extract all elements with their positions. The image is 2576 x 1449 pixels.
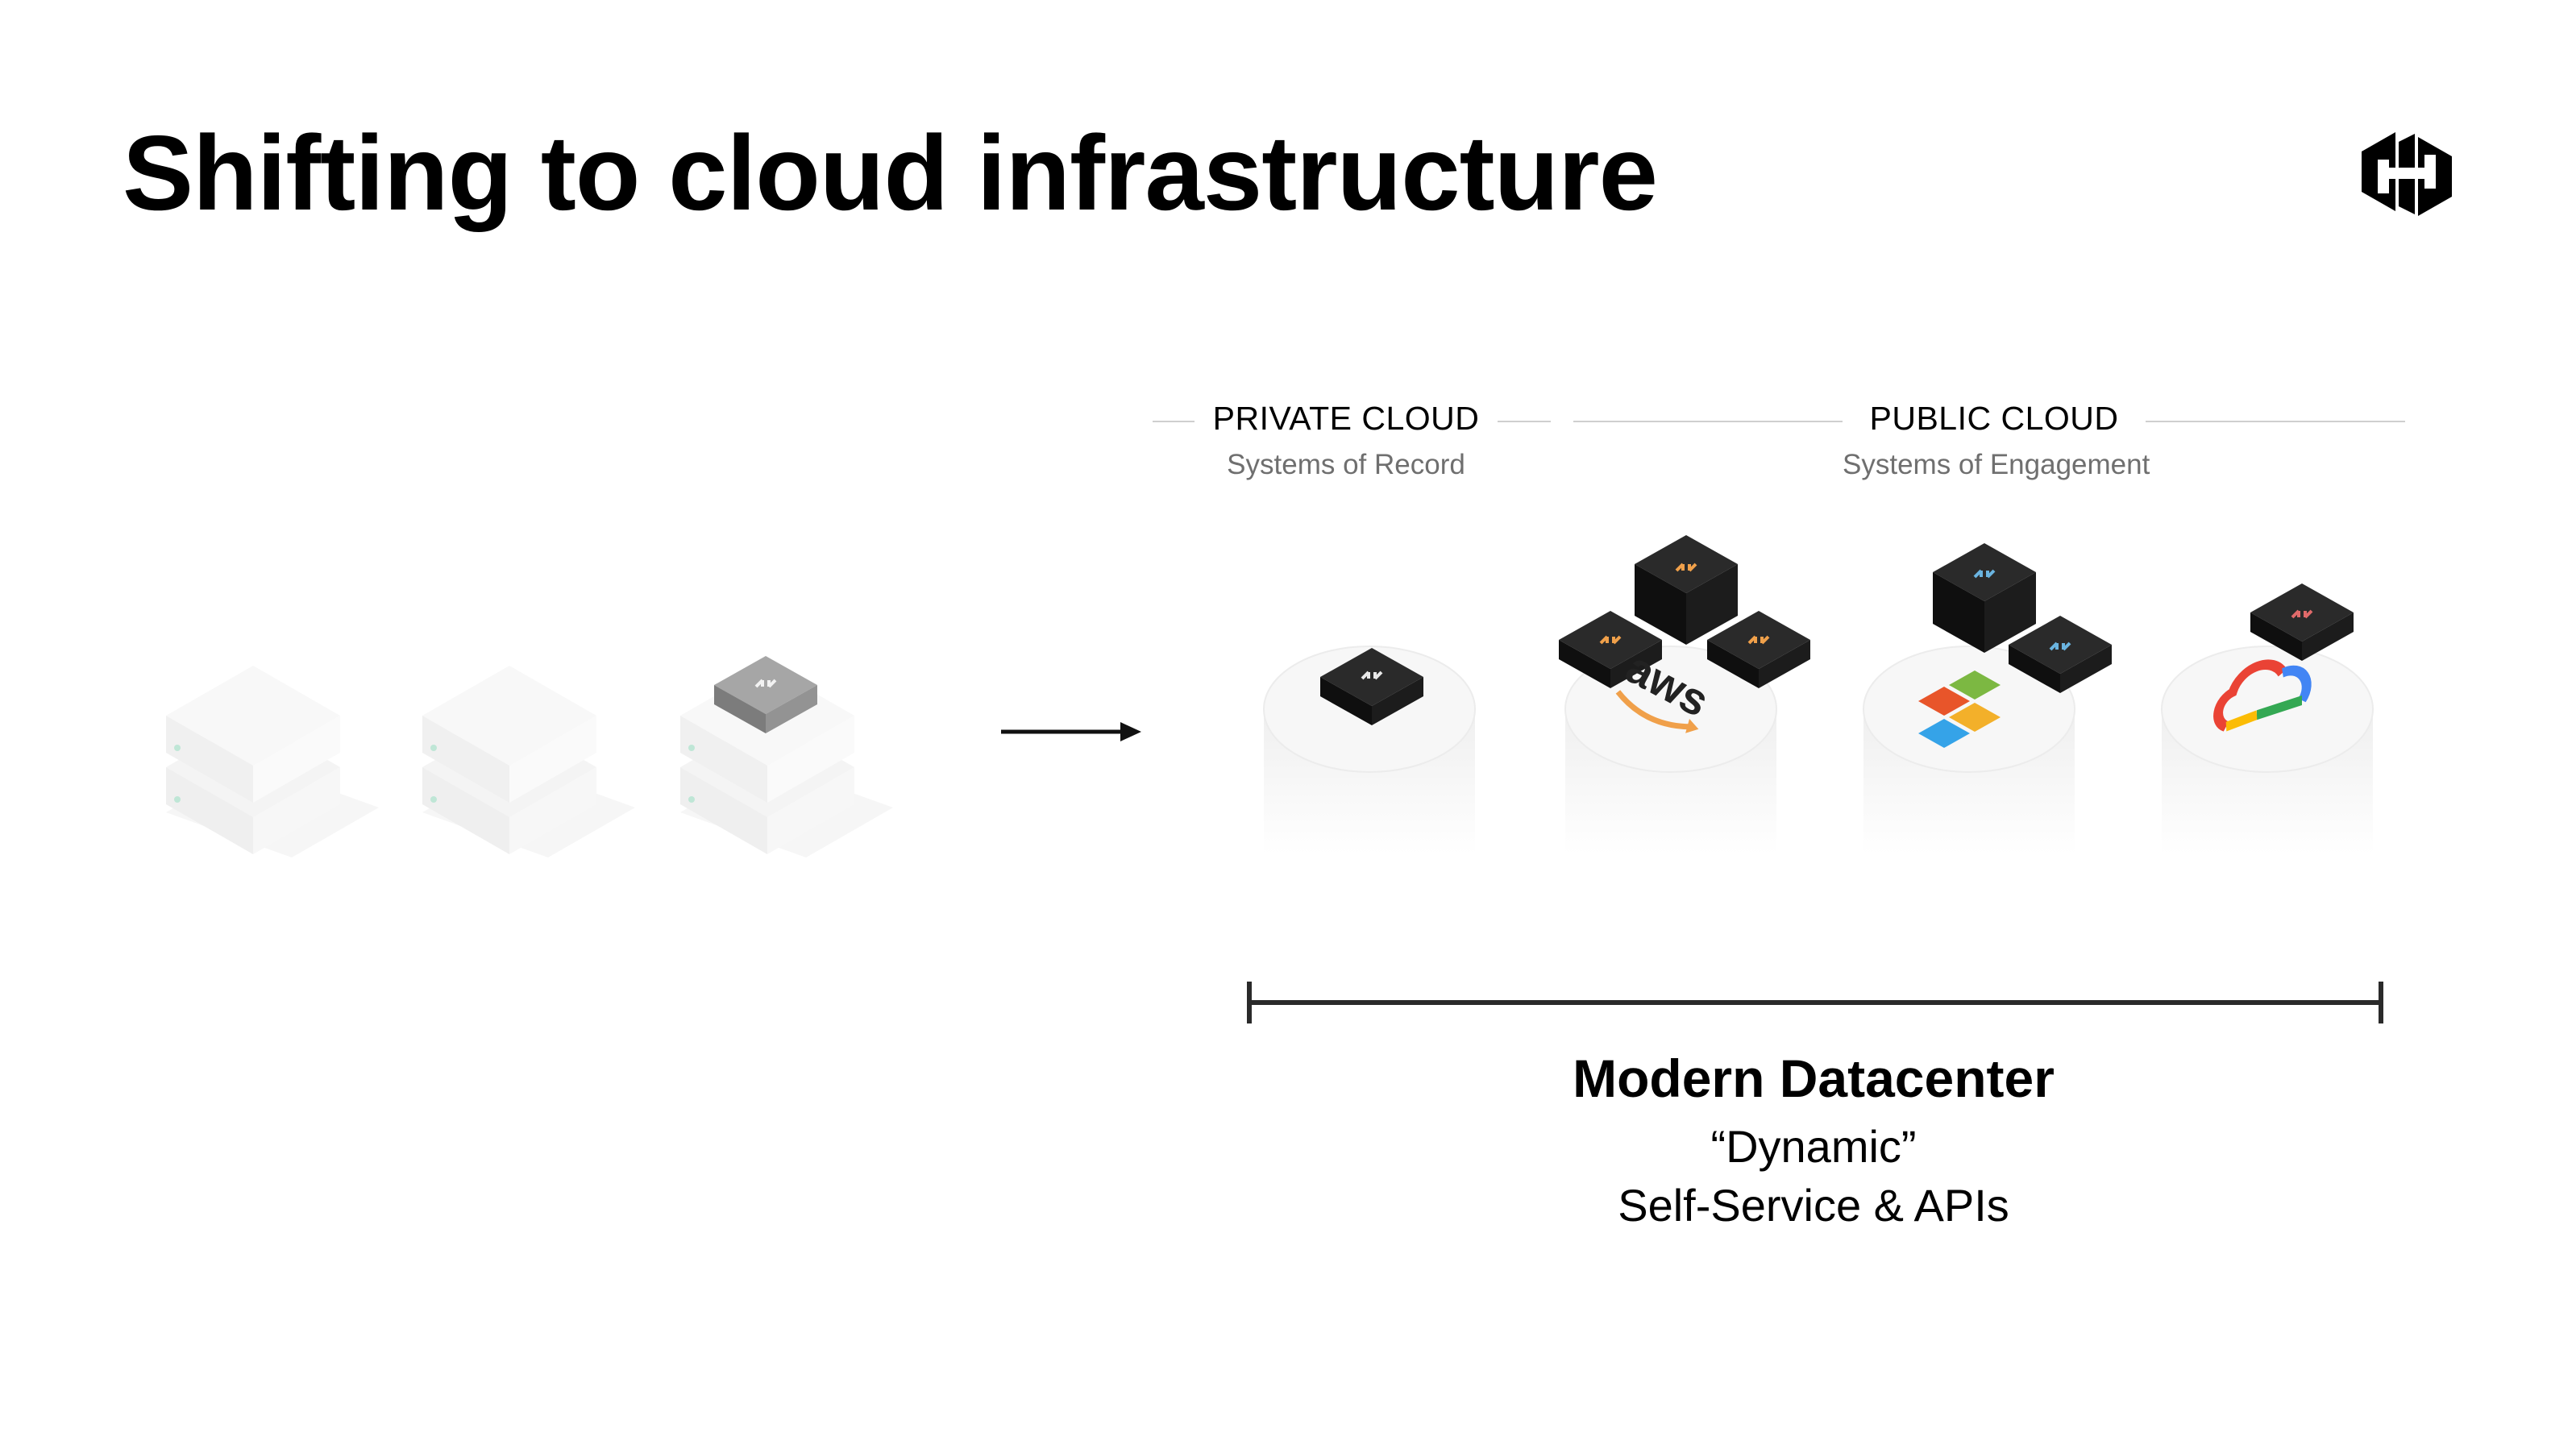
microsoft-logo-icon bbox=[1918, 671, 2001, 748]
modern-datacenter-self-service: Self-Service & APIs bbox=[1618, 1180, 2009, 1231]
gray-cube-icon bbox=[714, 656, 817, 733]
azure-cube-top-icon bbox=[1933, 543, 2036, 653]
modern-datacenter-title: Modern Datacenter bbox=[1573, 1048, 2055, 1108]
private-cube-icon bbox=[1320, 648, 1423, 725]
aws-cube-left-icon bbox=[1559, 611, 1662, 688]
private-cloud-header: PRIVATE CLOUD Systems of Record bbox=[1201, 400, 1491, 481]
transition-arrow-icon bbox=[1001, 722, 1141, 741]
google-cloud-logo-icon bbox=[2213, 659, 2312, 732]
gcp-cube-icon bbox=[2250, 583, 2354, 661]
datacenter-range-bar bbox=[1247, 982, 2383, 1023]
hashicorp-logo-icon bbox=[2362, 132, 2452, 216]
azure-cube-right-icon bbox=[2009, 616, 2112, 693]
modern-datacenter-dynamic: “Dynamic” bbox=[1710, 1121, 1917, 1172]
public-cloud-header: PUBLIC CLOUD Systems of Engagement bbox=[1843, 400, 2150, 481]
public-rule-right bbox=[2146, 421, 2405, 422]
public-rule-left bbox=[1573, 421, 1843, 422]
private-rule-left bbox=[1153, 421, 1195, 422]
public-cloud-subtitle: Systems of Engagement bbox=[1843, 449, 2150, 480]
page-title: Shifting to cloud infrastructure bbox=[123, 114, 1658, 232]
private-rule-right bbox=[1498, 421, 1551, 422]
gcp-platform-icon bbox=[2161, 646, 2374, 854]
server-stack-1-icon bbox=[166, 666, 379, 857]
server-stack-2-icon bbox=[422, 666, 635, 857]
aws-cube-right-icon bbox=[1707, 611, 1810, 688]
private-cloud-title: PRIVATE CLOUD bbox=[1212, 400, 1480, 437]
modern-datacenter-label: Modern Datacenter “Dynamic” Self-Service… bbox=[1209, 1048, 2418, 1231]
private-cloud-subtitle: Systems of Record bbox=[1227, 449, 1465, 480]
aws-cube-top-icon bbox=[1635, 535, 1738, 645]
public-cloud-title: PUBLIC CLOUD bbox=[1869, 400, 2119, 437]
